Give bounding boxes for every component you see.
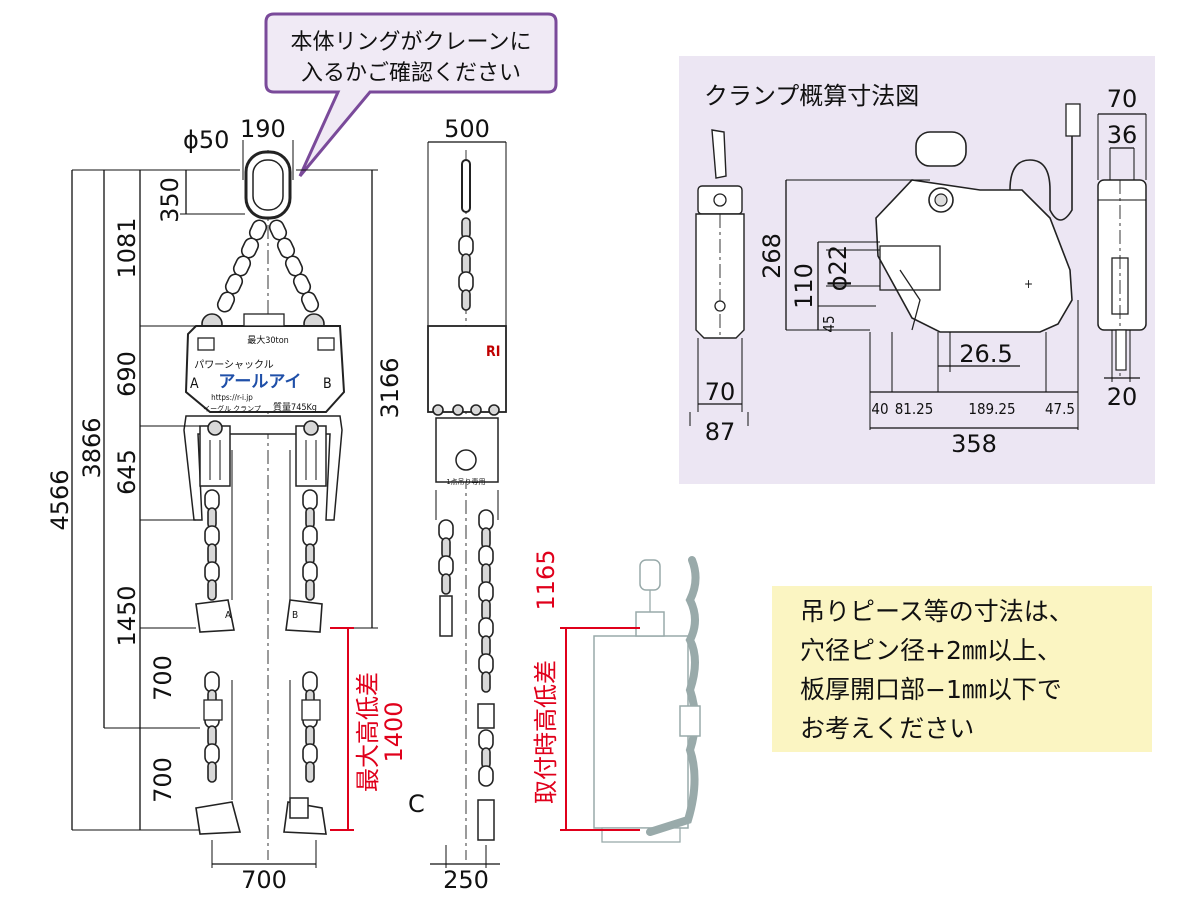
clamp-a-upper: A xyxy=(195,599,235,633)
hoist-chain-b xyxy=(289,450,318,800)
clamp-b-upper: B xyxy=(285,599,323,633)
crane-ring-callout: 本体リングがクレーンに 入るかご確認ください xyxy=(264,12,558,177)
clamp-dimension-panel: クランプ概算寸法図 70 87 + xyxy=(679,56,1155,484)
dim-190: 190 xyxy=(240,115,286,143)
dim-1081: 1081 xyxy=(113,217,141,278)
clamp-dim-70-top: 70 xyxy=(1107,85,1138,113)
clamp-b-lower xyxy=(283,797,327,835)
side-logo: RI xyxy=(486,344,500,360)
dim-700-bottom: 700 xyxy=(241,866,287,894)
note-line-3: 板厚開口部−1㎜以下で xyxy=(800,675,1062,704)
clamp-dim-268: 268 xyxy=(758,233,786,279)
install-height-diff: 取付時高低差 xyxy=(532,660,560,804)
clamp-label-a: A xyxy=(225,610,232,621)
clamp-dim-phi22: ϕ22 xyxy=(824,245,852,291)
clamp-side-view: + xyxy=(875,103,1081,333)
max-height-diff: 最大高低差 1400 xyxy=(330,627,408,831)
callout-line-1: 本体リングがクレーンに xyxy=(291,30,532,55)
dim-500: 500 xyxy=(444,115,490,143)
max-height-diff-value: 1400 xyxy=(380,701,408,762)
dim-250: 250 xyxy=(443,866,489,894)
side-chain-right xyxy=(477,509,495,841)
clamp-dim-189-25: 189.25 xyxy=(968,400,1015,418)
clamp-front-view xyxy=(695,129,745,339)
dim-350: 350 xyxy=(156,177,184,223)
body-url: https://r-i.jp xyxy=(211,393,253,402)
clamp-dim-40: 40 xyxy=(871,400,888,418)
side-body xyxy=(427,325,507,413)
note-line-1: 吊りピース等の寸法は、 xyxy=(800,597,1074,626)
dim-690: 690 xyxy=(113,351,141,397)
body-brand-logo: アールアイ xyxy=(218,372,301,392)
max-height-diff-label: 最大高低差 xyxy=(354,672,382,792)
clamp-dim-45: 45 xyxy=(820,315,838,332)
body-mass: 質量745Kg xyxy=(273,401,317,413)
clamp-dim-26-5: 26.5 xyxy=(959,340,1012,368)
body-label-b: B xyxy=(323,376,332,392)
dim-645: 645 xyxy=(113,449,141,495)
side-view: 500 RI 1点吊り専用 xyxy=(408,115,507,894)
dim-3866: 3866 xyxy=(78,417,106,478)
lifting-piece-note: 吊りピース等の寸法は、 穴径ピン径+2㎜以上、 板厚開口部−1㎜以下で お考えく… xyxy=(772,586,1152,752)
clamp-label-b: B xyxy=(292,610,298,621)
balance-beam-body: 最大30ton パワーシャックル アールアイ https://r-i.jp 質量… xyxy=(184,313,346,413)
dim-3166: 3166 xyxy=(376,357,404,418)
clamp-dim-20: 20 xyxy=(1107,383,1138,411)
clamp-dim-81-25: 81.25 xyxy=(895,400,934,418)
clamp-panel-title: クランプ概算寸法図 xyxy=(704,82,919,110)
clamp-plus-mark: + xyxy=(1024,277,1033,291)
side-label-c: C xyxy=(408,790,425,818)
dim-4566: 4566 xyxy=(46,469,74,530)
body-product-name: パワーシャックル xyxy=(194,359,274,371)
clamp-dim-47-5: 47.5 xyxy=(1045,400,1075,418)
hoist-chain-a xyxy=(204,450,233,800)
front-view: ϕ50 190 最大30ton パワーシャックル アールアイ xyxy=(46,115,408,894)
install-height-diff-value: 1165 xyxy=(532,549,560,610)
dim-1450: 1450 xyxy=(113,585,141,646)
dim-700-a: 700 xyxy=(149,655,177,701)
clamp-rear-view xyxy=(1097,179,1147,380)
clamp-dim-110: 110 xyxy=(790,263,818,309)
note-bg xyxy=(772,586,1152,752)
note-line-4: お考えください xyxy=(800,714,974,743)
body-max-load: 最大30ton xyxy=(247,334,289,346)
dim-phi50: ϕ50 xyxy=(183,126,229,154)
suspended-view: 取付時高低差 1165 xyxy=(532,549,701,843)
clamp-dim-87: 87 xyxy=(705,418,736,446)
note-line-2: 穴径ピン径+2㎜以上、 xyxy=(800,636,1062,665)
body-label-a: A xyxy=(190,376,199,392)
clamp-dim-70-left: 70 xyxy=(705,378,736,406)
clamp-dim-36: 36 xyxy=(1107,121,1138,149)
clamp-a-lower xyxy=(195,801,242,835)
side-plate: 1点吊り専用 xyxy=(446,477,485,486)
callout-line-2: 入るかご確認ください xyxy=(301,61,521,86)
body-clamp-label: イーグル クランプ xyxy=(203,404,261,413)
clamp-dim-358: 358 xyxy=(951,430,997,458)
side-chain-left xyxy=(438,519,454,637)
dim-700-b: 700 xyxy=(149,757,177,803)
